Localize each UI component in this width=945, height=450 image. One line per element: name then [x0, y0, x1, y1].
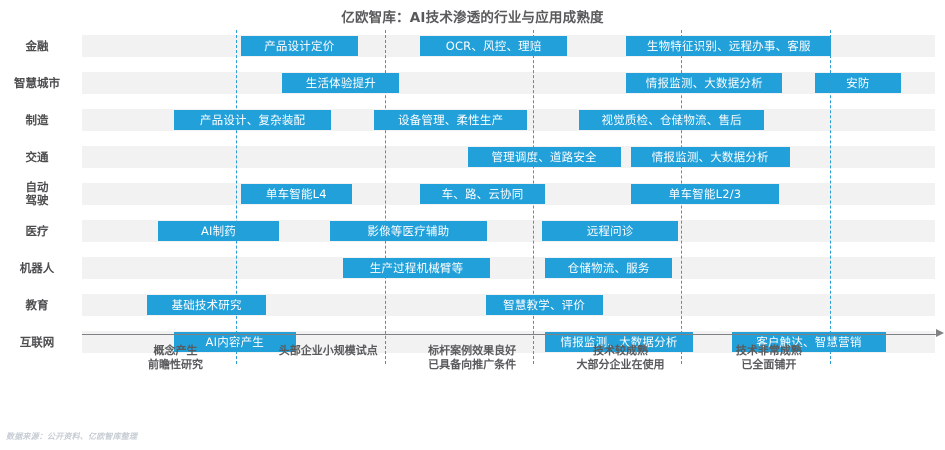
- x-axis-stage-label-line: 头部企业小规模试点: [278, 344, 378, 357]
- maturity-bar[interactable]: 影像等医疗辅助: [329, 221, 487, 241]
- category-label-智慧城市: 智慧城市: [0, 75, 74, 90]
- maturity-bar[interactable]: 情报监测、大数据分析: [544, 332, 694, 352]
- x-axis-stage-label-line: 标杆案例效果良好: [428, 344, 517, 357]
- x-axis-stage-label-line: 已全面铺开: [741, 358, 797, 371]
- stage-gridline-4: [681, 30, 683, 364]
- stage-gridline-3: [532, 30, 534, 364]
- maturity-bar[interactable]: 车、路、云协同: [420, 184, 545, 204]
- x-axis-stage-label-line: 前瞻性研究: [147, 358, 203, 371]
- x-axis-stage-label-line: 概念产生: [153, 344, 198, 357]
- x-axis-stage-label-2: 头部企业小规模试点: [243, 344, 413, 358]
- category-label-line: 制造: [25, 112, 49, 127]
- x-axis-arrow-icon: [936, 329, 944, 337]
- category-label-机器人: 机器人: [0, 260, 74, 275]
- maturity-bar[interactable]: AI内容产生: [173, 332, 296, 352]
- x-axis-stage-label-line: 技术较成熟: [593, 344, 648, 357]
- stage-gridline-5: [829, 30, 831, 364]
- row-band: [82, 72, 935, 94]
- category-label-交通: 交通: [0, 149, 74, 164]
- page-title: 亿欧智库：AI技术渗透的行业与应用成熟度: [341, 10, 604, 26]
- maturity-bar[interactable]: 生活体验提升: [282, 73, 400, 93]
- stage-gridline-1: [236, 30, 238, 364]
- maturity-bar[interactable]: 生产过程机械臂等: [343, 258, 490, 278]
- maturity-bar[interactable]: AI制药: [157, 221, 280, 241]
- x-axis-stage-label-5: 技术非常成熟已全面铺开: [684, 344, 854, 372]
- category-label-line: 交通: [25, 149, 49, 164]
- category-label-制造: 制造: [0, 112, 74, 127]
- x-axis-stage-label-line: 大部分企业在使用: [576, 358, 665, 371]
- category-label-自动驾驶: 自动驾驶: [0, 181, 74, 207]
- category-label-line: 教育: [25, 297, 49, 312]
- x-axis-stage-label-3: 标杆案例效果良好已具备向推广条件: [387, 344, 557, 372]
- category-label-line: 智慧城市: [14, 75, 60, 90]
- row-band: [82, 257, 935, 279]
- chart-canvas: 金融智慧城市制造交通自动驾驶医疗机器人教育互联网 产品设计定价 OCR、风控、理赔…: [0, 30, 945, 370]
- maturity-bar[interactable]: 单车智能L2/3: [630, 184, 780, 204]
- category-label-互联网: 互联网: [0, 334, 74, 349]
- x-axis-stage-label-line: 已具备向推广条件: [428, 358, 517, 371]
- maturity-bar[interactable]: 情报监测、大数据分析: [626, 73, 783, 93]
- category-label-金融: 金融: [0, 38, 74, 53]
- category-label-line: 自动: [25, 180, 49, 194]
- category-label-line: 金融: [25, 38, 49, 53]
- x-axis-stage-label-1: 概念产生前瞻性研究: [90, 344, 260, 372]
- maturity-bar[interactable]: 产品设计定价: [240, 36, 358, 56]
- maturity-bar[interactable]: 管理调度、道路安全: [467, 147, 621, 167]
- maturity-bar[interactable]: 基础技术研究: [147, 295, 266, 315]
- maturity-bar[interactable]: 视觉质检、仓储物流、售后: [578, 110, 765, 130]
- category-label-教育: 教育: [0, 297, 74, 312]
- maturity-bar[interactable]: 产品设计、复杂装配: [173, 110, 332, 130]
- row-band: [82, 220, 935, 242]
- x-axis-stage-label-4: 技术较成熟大部分企业在使用: [536, 344, 706, 372]
- maturity-bar[interactable]: 设备管理、柔性生产: [374, 110, 528, 130]
- maturity-bar[interactable]: 情报监测、大数据分析: [630, 147, 790, 167]
- category-label-line: 驾驶: [25, 193, 49, 207]
- maturity-bar[interactable]: 生物特征识别、远程办事、客服: [626, 36, 832, 56]
- maturity-bar[interactable]: 远程问诊: [541, 221, 679, 241]
- maturity-bar[interactable]: 智慧教学、评价: [485, 295, 603, 315]
- category-axis: 金融智慧城市制造交通自动驾驶医疗机器人教育互联网: [0, 30, 82, 364]
- source-note: 数据来源：公开资料、亿欧智库整理: [6, 432, 138, 441]
- maturity-bar[interactable]: 安防: [814, 73, 901, 93]
- category-label-医疗: 医疗: [0, 223, 74, 238]
- category-label-line: 互联网: [19, 334, 55, 349]
- maturity-bar[interactable]: 仓储物流、服务: [544, 258, 673, 278]
- x-axis-line: [82, 334, 938, 335]
- stage-gridline-2: [384, 30, 386, 364]
- maturity-bar[interactable]: OCR、风控、理赔: [420, 36, 568, 56]
- maturity-bar[interactable]: 单车智能L4: [240, 184, 352, 204]
- x-axis-stage-label-line: 技术非常成熟: [735, 344, 802, 357]
- maturity-bar[interactable]: 客户触达、智慧营销: [731, 332, 887, 352]
- category-label-line: 医疗: [25, 223, 49, 238]
- category-label-line: 机器人: [19, 260, 55, 275]
